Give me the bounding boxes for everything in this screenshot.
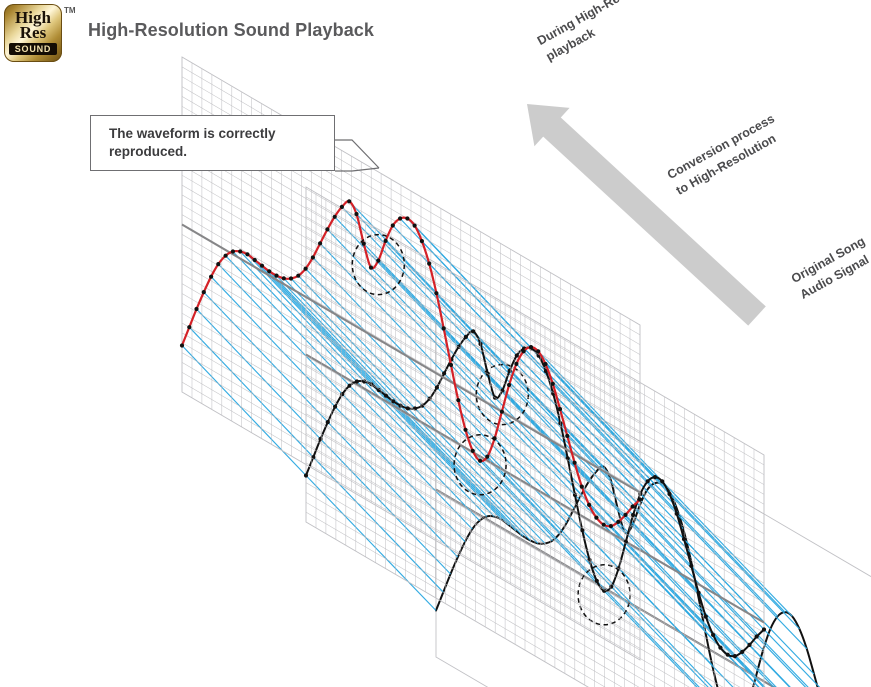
trademark-symbol: TM	[64, 6, 76, 15]
logo-text-high: High	[15, 7, 51, 27]
callout-box: The waveform is correctly reproduced.	[90, 115, 335, 171]
plane-original-signal	[435, 321, 871, 687]
logo-text-sound: SOUND	[8, 42, 58, 56]
hi-res-audio-logo: High Res SOUND	[4, 4, 62, 62]
process-arrow	[527, 104, 766, 326]
logo-text-res: Res	[19, 23, 47, 43]
callout-pointer-line	[335, 139, 380, 172]
callout-text: The waveform is correctly reproduced.	[109, 126, 276, 159]
page-title: High-Resolution Sound Playback	[88, 20, 375, 40]
